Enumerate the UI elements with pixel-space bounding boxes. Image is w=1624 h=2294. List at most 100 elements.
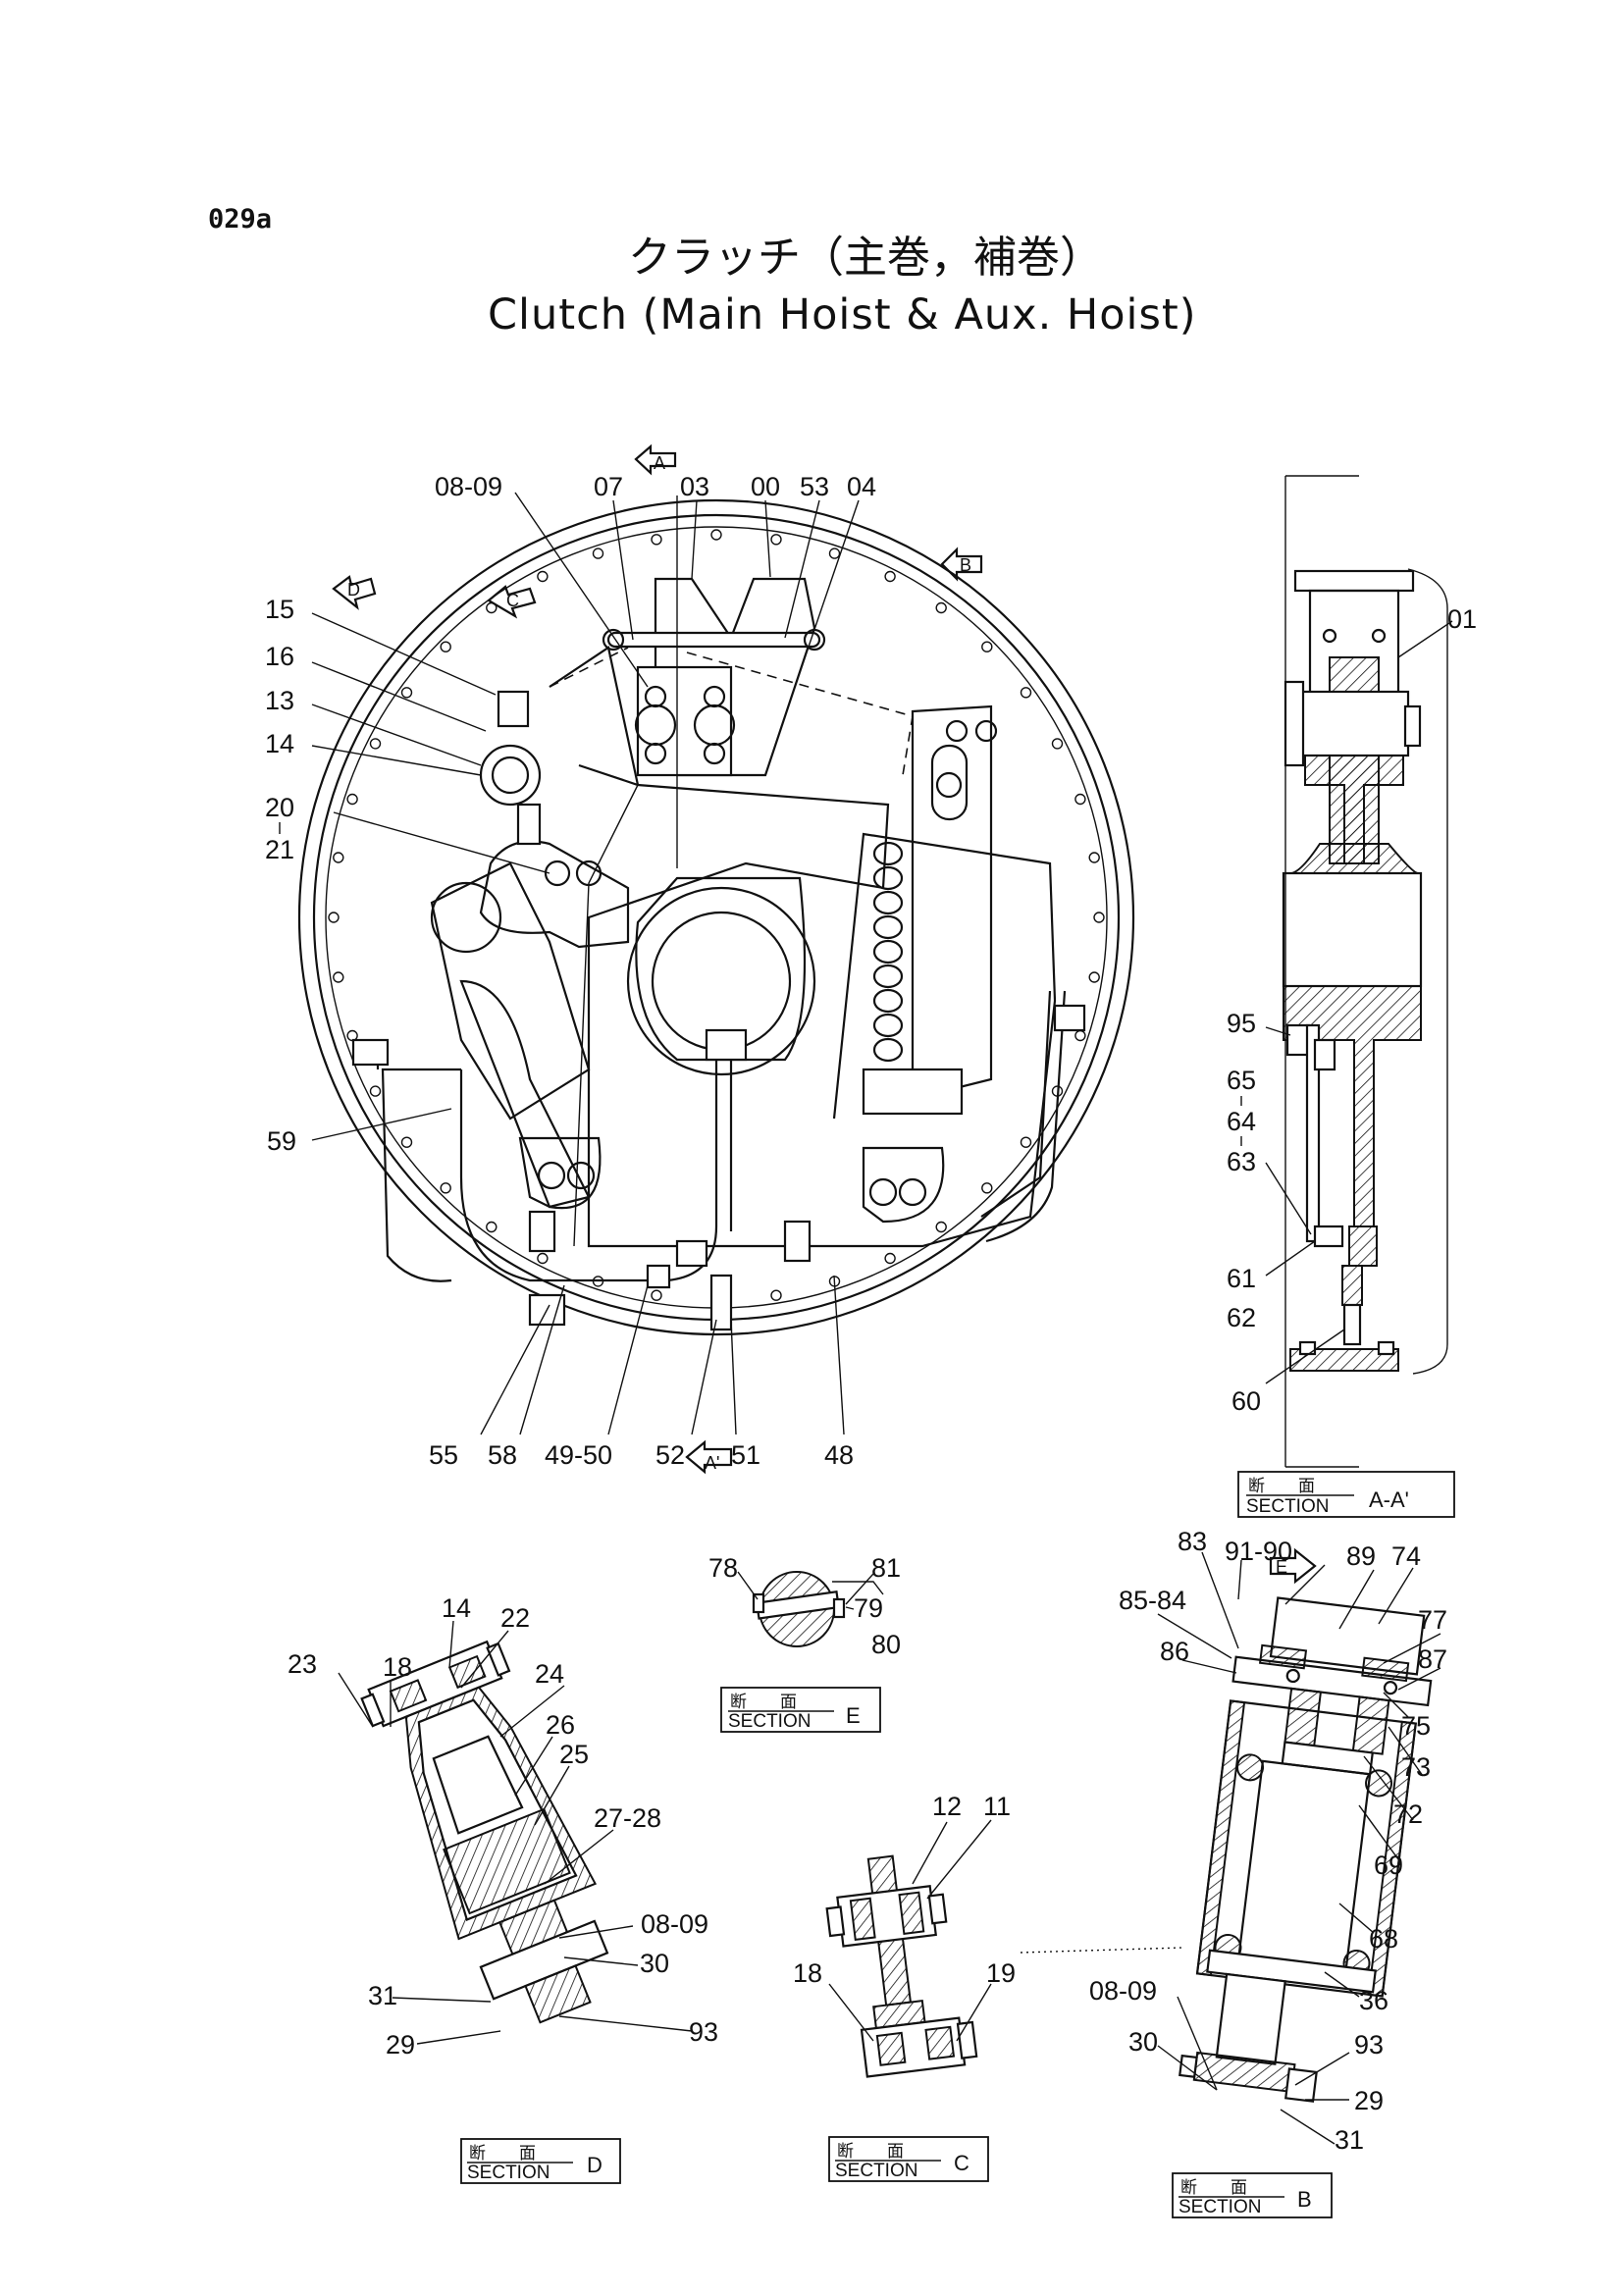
label-27-28: 27-28 xyxy=(594,1803,661,1833)
section-marker-d: D xyxy=(332,575,377,610)
drum-bolt xyxy=(369,738,382,750)
drum-bolt xyxy=(333,852,344,863)
label-48: 48 xyxy=(824,1440,854,1470)
svg-text:D: D xyxy=(347,580,360,600)
drum-bolt xyxy=(651,1289,662,1301)
label-89: 89 xyxy=(1346,1541,1376,1571)
label-11: 11 xyxy=(983,1792,1011,1821)
drum-bolt xyxy=(710,529,722,541)
svg-text:E: E xyxy=(846,1703,861,1728)
section-d-view xyxy=(360,1640,609,2024)
svg-text:SECTION: SECTION xyxy=(1179,2197,1261,2217)
drum-bolt xyxy=(369,1085,382,1097)
main-view-leaders xyxy=(311,492,860,1435)
spring-coil xyxy=(872,1013,904,1038)
label-19: 19 xyxy=(986,1958,1016,1988)
label-52: 52 xyxy=(655,1440,685,1470)
section-marker-c: C xyxy=(487,585,537,619)
label-30: 30 xyxy=(640,1949,669,1978)
caption-section-b: 断 面 SECTION B xyxy=(1172,2172,1333,2218)
drum-bolt xyxy=(1093,912,1105,923)
label-59: 59 xyxy=(267,1126,296,1156)
main-view-labels: 08-09 07 03 00 53 04 15 16 13 14 20 21 5… xyxy=(265,472,876,1470)
label-77: 77 xyxy=(1418,1605,1447,1635)
label-36: 36 xyxy=(1359,1986,1388,2015)
drum-bolt xyxy=(935,1221,947,1233)
label-81: 81 xyxy=(871,1553,901,1583)
svg-text:A: A xyxy=(654,453,665,473)
caption-section-c: 断 面 SECTION C xyxy=(828,2136,989,2182)
svg-text:C: C xyxy=(506,591,519,610)
label-80: 80 xyxy=(871,1630,901,1659)
svg-text:断 面: 断 面 xyxy=(1180,2178,1247,2198)
caption-section-d: 断 面 SECTION D xyxy=(460,2138,621,2184)
label-15: 15 xyxy=(265,595,294,624)
svg-text:A-A': A-A' xyxy=(1369,1487,1409,1512)
svg-text:D: D xyxy=(587,2153,602,2177)
drum-bolt xyxy=(592,547,604,559)
label-83: 83 xyxy=(1178,1527,1207,1556)
label-63: 63 xyxy=(1227,1147,1256,1176)
label-58: 58 xyxy=(488,1440,517,1470)
label-26: 26 xyxy=(546,1710,575,1740)
drum-bolt xyxy=(537,1252,549,1265)
drum-bolt xyxy=(400,687,413,699)
label-69: 69 xyxy=(1374,1851,1403,1880)
spring-coil xyxy=(872,890,904,915)
caption-section-a-a: 断 面 SECTION A-A' xyxy=(1237,1471,1455,1518)
label-24: 24 xyxy=(535,1659,564,1689)
drum-bolt xyxy=(328,912,340,923)
section-e-view: 78 81 79 80 断 面 SECTION E xyxy=(708,1553,901,1733)
svg-text:断 面: 断 面 xyxy=(837,2142,904,2162)
drum-bolt xyxy=(935,601,947,614)
drum-bolt xyxy=(537,570,549,583)
label-93: 93 xyxy=(689,2017,718,2047)
label-18: 18 xyxy=(383,1652,412,1682)
svg-text:断 面: 断 面 xyxy=(730,1693,797,1712)
section-marker-e: E xyxy=(1269,1547,1317,1585)
label-73: 73 xyxy=(1401,1752,1431,1782)
label-87: 87 xyxy=(1418,1644,1447,1674)
drum-bolt xyxy=(486,1221,498,1233)
drum-bolt xyxy=(884,570,896,583)
drum-bolt xyxy=(981,641,993,652)
label-30: 30 xyxy=(1128,2027,1158,2057)
drum-bolt xyxy=(1020,687,1032,699)
label-62: 62 xyxy=(1227,1303,1256,1332)
label-12: 12 xyxy=(932,1792,962,1821)
svg-text:B: B xyxy=(1297,2187,1312,2212)
svg-text:SECTION: SECTION xyxy=(835,2161,917,2181)
drum-bolt xyxy=(1051,738,1064,750)
svg-text:断 面: 断 面 xyxy=(469,2144,536,2164)
section-marker-b: B xyxy=(940,547,983,582)
svg-text:SECTION: SECTION xyxy=(1246,1496,1329,1517)
drum-bolt xyxy=(1074,1029,1086,1042)
drum-bolt xyxy=(770,534,782,546)
section-a-a-labels: 01 95 65 64 63 61 62 60 xyxy=(1227,604,1477,1416)
section-b-leaders xyxy=(1157,1551,1441,2145)
label-72: 72 xyxy=(1393,1799,1423,1829)
drum-bolt-circle xyxy=(328,529,1105,1306)
drum-bolt xyxy=(440,1182,451,1194)
label-64: 64 xyxy=(1227,1107,1256,1136)
label-23: 23 xyxy=(288,1649,317,1679)
label-61: 61 xyxy=(1227,1264,1256,1293)
label-25: 25 xyxy=(559,1740,589,1769)
section-a-a-view: 01 95 65 64 63 61 62 60 断 面 SECTION A-A' xyxy=(1227,475,1477,1518)
label-60: 60 xyxy=(1231,1386,1261,1416)
label-91-90: 91-90 xyxy=(1225,1537,1292,1566)
drum-bolt xyxy=(651,534,662,546)
sheet-code: 029a xyxy=(208,204,272,235)
label-53: 53 xyxy=(800,472,829,501)
drum-bolt xyxy=(1074,793,1086,806)
drum-bolt xyxy=(333,971,344,983)
svg-text:SECTION: SECTION xyxy=(728,1711,811,1732)
label-31: 31 xyxy=(1335,2125,1364,2155)
label-18: 18 xyxy=(793,1958,822,1988)
label-29: 29 xyxy=(1354,2086,1384,2115)
main-clutch-view: A A' B C D xyxy=(265,443,1135,1475)
label-08-09: 08-09 xyxy=(1089,1976,1157,2006)
svg-text:A': A' xyxy=(705,1453,719,1473)
drum-bolt xyxy=(400,1136,413,1148)
label-68: 68 xyxy=(1369,1924,1398,1954)
